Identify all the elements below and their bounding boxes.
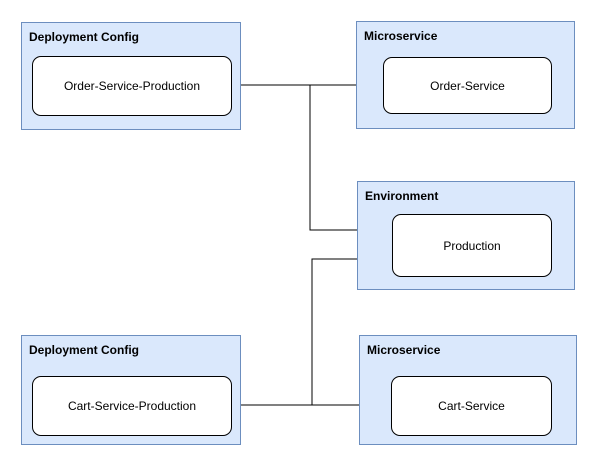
node-label: Cart-Service-Production — [67, 399, 197, 413]
group-title: Microservice — [367, 343, 441, 357]
group-title: Microservice — [364, 29, 438, 43]
node-label: Production — [443, 238, 501, 253]
node-label: Order-Service-Production — [63, 79, 201, 93]
group-microservice-order[interactable]: Microservice Order-Service — [356, 21, 575, 129]
group-deployment-config-cart[interactable]: Deployment Config Cart-Service-Productio… — [21, 335, 241, 445]
node-production[interactable]: Production — [392, 214, 552, 277]
node-label: Cart-Service — [438, 399, 505, 413]
group-title: Environment — [365, 189, 439, 203]
node-order-service[interactable]: Order-Service — [383, 57, 552, 114]
node-cart-service-production[interactable]: Cart-Service-Production — [32, 376, 232, 436]
node-label: Order-Service — [430, 78, 505, 93]
group-deployment-config-order[interactable]: Deployment Config Order-Service-Producti… — [21, 22, 241, 130]
node-cart-service[interactable]: Cart-Service — [391, 376, 552, 436]
group-title: Deployment Config — [29, 343, 139, 357]
edge-cart-service-production-to-production[interactable] — [231, 255, 391, 406]
group-title: Deployment Config — [29, 30, 139, 44]
node-order-service-production[interactable]: Order-Service-Production — [32, 56, 232, 116]
group-microservice-cart[interactable]: Microservice Cart-Service — [359, 335, 577, 445]
edge-order-service-production-to-production[interactable] — [231, 84, 391, 234]
group-environment[interactable]: Environment Production — [357, 181, 575, 290]
